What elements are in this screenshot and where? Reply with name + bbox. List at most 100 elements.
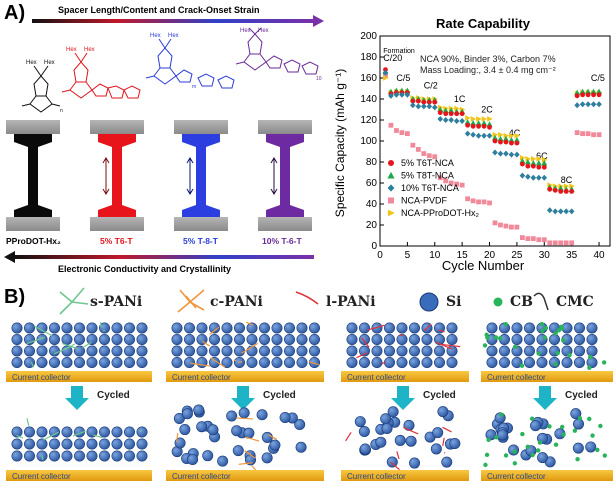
si-particle xyxy=(111,450,123,462)
data-point xyxy=(448,107,455,113)
cb-particle xyxy=(503,453,509,458)
pani-fiber xyxy=(366,324,385,331)
pani-fiber xyxy=(26,336,46,345)
series-3 xyxy=(383,73,602,246)
legend-marker xyxy=(388,209,395,217)
current-collector xyxy=(6,470,152,481)
cycled-label: Cycled xyxy=(423,390,456,401)
si-particle xyxy=(202,450,214,462)
cb-particle xyxy=(561,432,566,437)
data-point xyxy=(503,139,509,145)
data-point xyxy=(410,102,416,109)
si-particle xyxy=(383,322,395,334)
si-particle xyxy=(271,322,283,334)
si-particle xyxy=(283,322,295,334)
cb-dot-icon xyxy=(493,297,503,307)
data-point xyxy=(437,106,444,112)
current-collector xyxy=(341,371,469,382)
si-particle xyxy=(86,345,98,357)
data-point xyxy=(454,181,460,187)
pani-fiber xyxy=(396,451,400,460)
data-point xyxy=(465,115,471,121)
data-point xyxy=(513,136,520,143)
dogbone-specimens xyxy=(6,120,312,231)
si-particle xyxy=(196,345,208,357)
si-particle xyxy=(296,334,308,345)
si-particle xyxy=(226,410,238,422)
data-point xyxy=(492,138,498,144)
si-particle xyxy=(396,322,408,334)
si-particle xyxy=(232,445,244,457)
cb-particle xyxy=(556,328,562,333)
data-point xyxy=(476,116,482,122)
sample-label-t6t: 5% T6-T xyxy=(100,236,133,246)
x-tick-label: 0 xyxy=(377,250,383,261)
panel-b-legend-icons xyxy=(59,287,549,315)
si-particle xyxy=(271,334,283,345)
data-point xyxy=(536,237,542,243)
data-point xyxy=(524,159,531,165)
pani-fiber xyxy=(438,329,445,333)
data-point xyxy=(558,189,564,194)
si-particle xyxy=(234,334,246,345)
sample-label-t6t-10: 10% T-6-T xyxy=(262,236,302,246)
current-collector-label: Current collector xyxy=(172,472,231,481)
si-particle xyxy=(181,408,193,420)
si-particle xyxy=(99,450,111,462)
si-particle xyxy=(86,334,98,345)
cb-particle xyxy=(560,338,566,343)
data-point xyxy=(563,189,569,194)
data-point xyxy=(503,132,510,139)
si-particle xyxy=(124,334,136,345)
current-collector-label: Current collector xyxy=(172,373,231,382)
x-axis-label: Cycle Number xyxy=(442,258,525,273)
si-particle xyxy=(437,406,449,418)
cb-particle xyxy=(542,335,548,340)
chart-title: Rate Capability xyxy=(436,16,531,31)
data-point xyxy=(547,240,553,246)
cb-particle xyxy=(484,332,489,337)
si-particle xyxy=(523,345,535,357)
si-particle xyxy=(234,345,246,357)
data-point xyxy=(470,123,476,129)
current-collector xyxy=(6,371,152,382)
x-tick-label: 35 xyxy=(566,250,578,261)
si-particle xyxy=(111,345,123,357)
cb-particle xyxy=(499,412,504,417)
si-particle xyxy=(209,345,221,357)
bottom-gradient-arrow xyxy=(14,255,314,259)
data-point xyxy=(481,120,488,126)
data-point xyxy=(519,155,526,161)
si-particle xyxy=(258,322,270,334)
data-point xyxy=(404,91,411,98)
pani-fiber xyxy=(345,431,352,442)
chemical-structures: Hex Hex n Hex Hex Hex Hex m xyxy=(21,27,322,114)
si-particle xyxy=(523,356,535,368)
data-point xyxy=(596,101,602,108)
branched-fiber-icon xyxy=(59,287,89,315)
annotation-line-1: NCA 90%, Binder 3%, Carbon 7% xyxy=(420,54,556,64)
rate-label: Formation xyxy=(383,48,415,55)
data-point xyxy=(383,67,388,72)
si-particle xyxy=(61,438,73,450)
si-particle xyxy=(573,322,585,334)
data-point xyxy=(585,88,592,95)
si-particle xyxy=(296,356,308,368)
si-particle xyxy=(246,322,258,334)
si-particle xyxy=(61,322,73,334)
pani-fiber xyxy=(43,431,59,441)
si-sphere-icon xyxy=(419,292,439,312)
si-particle xyxy=(408,345,420,357)
pani-fiber xyxy=(236,417,254,420)
si-particle xyxy=(408,322,420,334)
si-particle xyxy=(74,450,86,462)
linear-fiber-icon xyxy=(295,291,319,305)
cb-particle xyxy=(512,449,517,454)
si-particle xyxy=(136,450,148,462)
t6t-10-structure xyxy=(235,27,319,75)
data-point xyxy=(519,235,525,240)
si-particle xyxy=(99,426,111,438)
data-point xyxy=(509,132,515,139)
si-particle xyxy=(446,322,458,334)
